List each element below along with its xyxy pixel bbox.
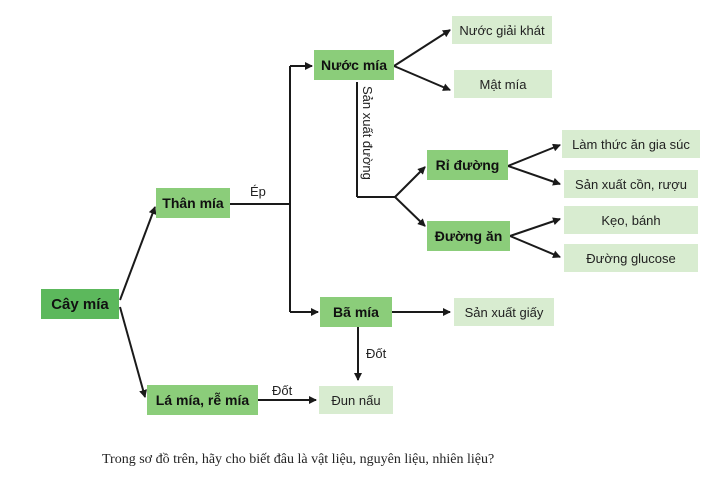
node-dun-nau: Đun nấu [319, 386, 393, 414]
node-duong-an: Đường ăn [427, 221, 510, 251]
node-keo-banh: Kẹo, bánh [564, 206, 698, 234]
label-dot-bamia: Đốt [366, 346, 387, 361]
node-nuoc-giai-khat: Nước giải khát [452, 16, 552, 44]
question-text: Trong sơ đồ trên, hãy cho biết đâu là vậ… [102, 452, 495, 467]
node-duong-glucose: Đường glucose [564, 244, 698, 272]
label-dot-lamia: Đốt [272, 383, 293, 398]
node-ri-duong: Rỉ đường [427, 150, 508, 180]
node-la-mia-re-mia: Lá mía, rễ mía [147, 385, 258, 415]
node-lam-thuc-an-gia-suc: Làm thức ăn gia súc [562, 130, 700, 158]
arrow-caymia-lamia [119, 306, 147, 398]
node-san-xuat-giay: Sản xuất giấy [454, 298, 554, 326]
arrow-nuocgiaikhat [393, 29, 451, 67]
node-than-mia: Thân mía [156, 188, 230, 218]
arrow-duongglucose [509, 235, 561, 258]
node-mat-mia: Mật mía [454, 70, 552, 98]
arrow-caymia-thanmia [119, 206, 157, 301]
node-cay-mia: Cây mía [41, 289, 119, 319]
label-ep: Ép [250, 184, 266, 199]
node-san-xuat-con-ruou: Sản xuất cồn, rượu [564, 170, 698, 198]
arrow-sanxuatcon [507, 165, 561, 186]
node-nuoc-mia: Nước mía [314, 50, 394, 80]
node-ba-mia: Bã mía [320, 297, 392, 327]
arrow-duongan [394, 196, 426, 227]
label-san-xuat-duong: Sản xuất đường [360, 86, 375, 180]
arrow-lamthucan [507, 143, 561, 167]
arrow-riduong [394, 166, 426, 198]
arrow-keobanh [509, 217, 561, 237]
arrow-matmia [393, 65, 451, 91]
